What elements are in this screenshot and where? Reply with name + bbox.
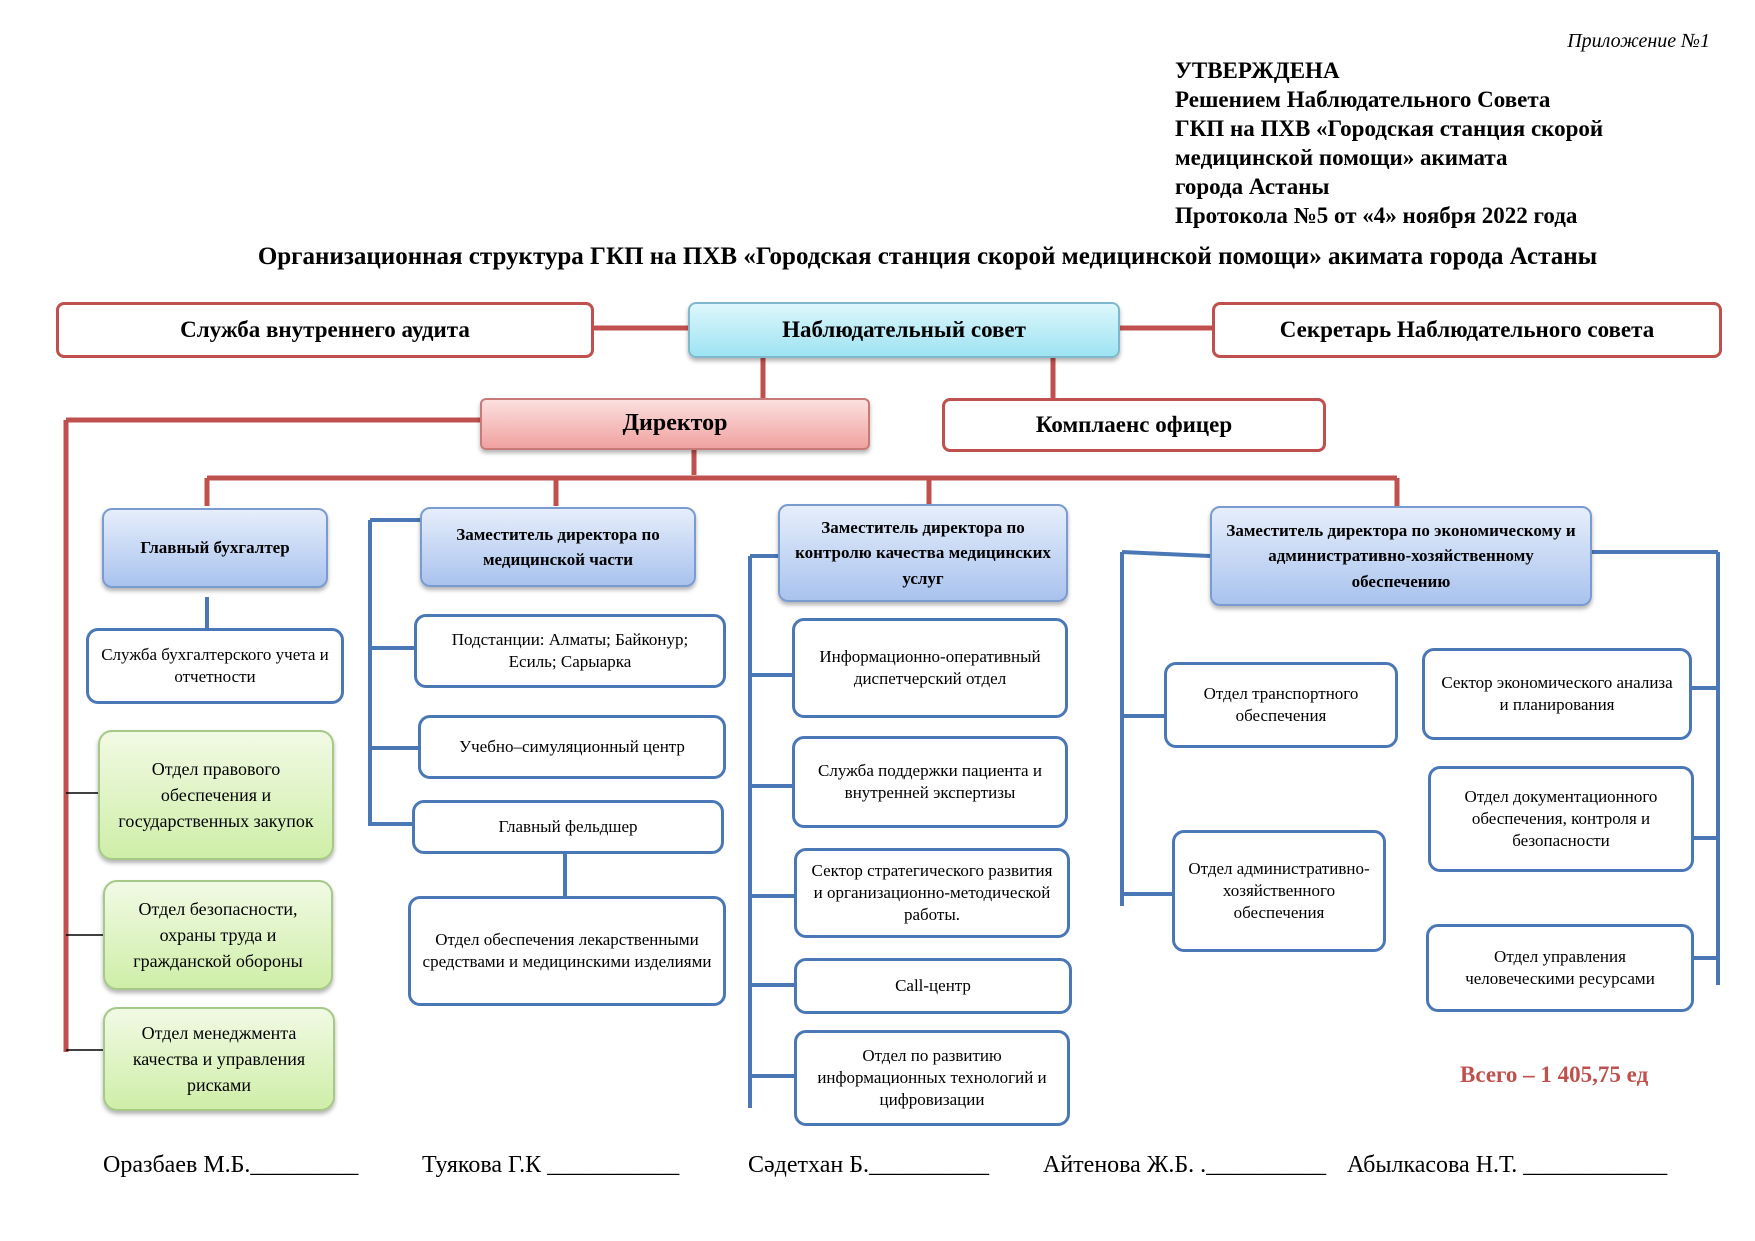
strategic-development-box: Сектор стратегического развития и органи…	[794, 848, 1070, 938]
it-department-box: Отдел по развитию информационных техноло…	[794, 1030, 1070, 1126]
internal-audit-box: Служба внутреннего аудита	[56, 302, 594, 358]
drug-supply-box: Отдел обеспечения лекарственными средств…	[408, 896, 726, 1006]
admin-department-box: Отдел административно-хозяйственного обе…	[1172, 830, 1386, 952]
approval-line: города Астаны	[1175, 174, 1330, 199]
approval-line: Решением Наблюдательного Совета	[1175, 87, 1551, 112]
economic-analysis-box: Сектор экономического анализа и планиров…	[1422, 648, 1692, 740]
approval-block: УТВЕРЖДЕНА Решением Наблюдательного Сове…	[1175, 56, 1735, 230]
hr-department-box: Отдел управления человеческими ресурсами	[1426, 924, 1694, 1012]
substations-box: Подстанции: Алматы; Байконур; Есиль; Сар…	[414, 614, 726, 688]
quality-management-box: Отдел менеджмента качества и управления …	[103, 1007, 335, 1111]
signature: Сәдетхан Б.__________	[748, 1152, 989, 1178]
approval-line: медицинской помощи» акимата	[1175, 145, 1508, 170]
legal-department-box: Отдел правового обеспечения и государств…	[98, 730, 334, 860]
signature: Айтенова Ж.Б. .__________	[1043, 1152, 1327, 1178]
appendix-label: Приложение №1	[1567, 30, 1710, 52]
signature: Оразбаев М.Б._________	[103, 1152, 359, 1178]
total-staff-label: Всего – 1 405,75 ед	[1460, 1062, 1649, 1087]
economic-deputy-box: Заместитель директора по экономическому …	[1210, 506, 1592, 606]
quality-deputy-box: Заместитель директора по контролю качест…	[778, 504, 1068, 602]
economic-left-head-tick	[1121, 550, 1211, 558]
chief-accountant-box: Главный бухгалтер	[102, 508, 328, 588]
board-secretary-box: Секретарь Наблюдательного совета	[1212, 302, 1722, 358]
approval-line: Протокола №5 от «4» ноября 2022 года	[1175, 203, 1578, 228]
medical-deputy-box: Заместитель директора по медицинской час…	[420, 507, 696, 587]
supervisory-board-box: Наблюдательный совет	[688, 302, 1120, 358]
simulation-center-box: Учебно–симуляционный центр	[418, 715, 726, 779]
compliance-officer-box: Комплаенс офицер	[942, 398, 1326, 452]
page-title: Организационная структура ГКП на ПХВ «Го…	[257, 243, 1598, 270]
signature: Туякова Г.К ___________	[422, 1152, 680, 1178]
chief-paramedic-box: Главный фельдшер	[412, 800, 724, 854]
call-center-box: Call-центр	[794, 958, 1072, 1014]
safety-department-box: Отдел безопасности, охраны труда и гражд…	[103, 880, 333, 990]
director-box: Директор	[480, 398, 870, 450]
transport-department-box: Отдел транспортного обеспечения	[1164, 662, 1398, 748]
patient-support-box: Служба поддержки пациента и внутренней э…	[792, 736, 1068, 828]
approval-line: ГКП на ПХВ «Городская станция скорой	[1175, 116, 1604, 141]
approval-line: УТВЕРЖДЕНА	[1175, 58, 1340, 83]
dispatch-department-box: Информационно-оперативный диспетчерский …	[792, 618, 1068, 718]
signature: Абылкасова Н.Т. ____________	[1347, 1152, 1668, 1178]
documentation-department-box: Отдел документационного обеспечения, кон…	[1428, 766, 1694, 872]
accounting-service-box: Служба бухгалтерского учета и отчетности	[86, 628, 344, 704]
